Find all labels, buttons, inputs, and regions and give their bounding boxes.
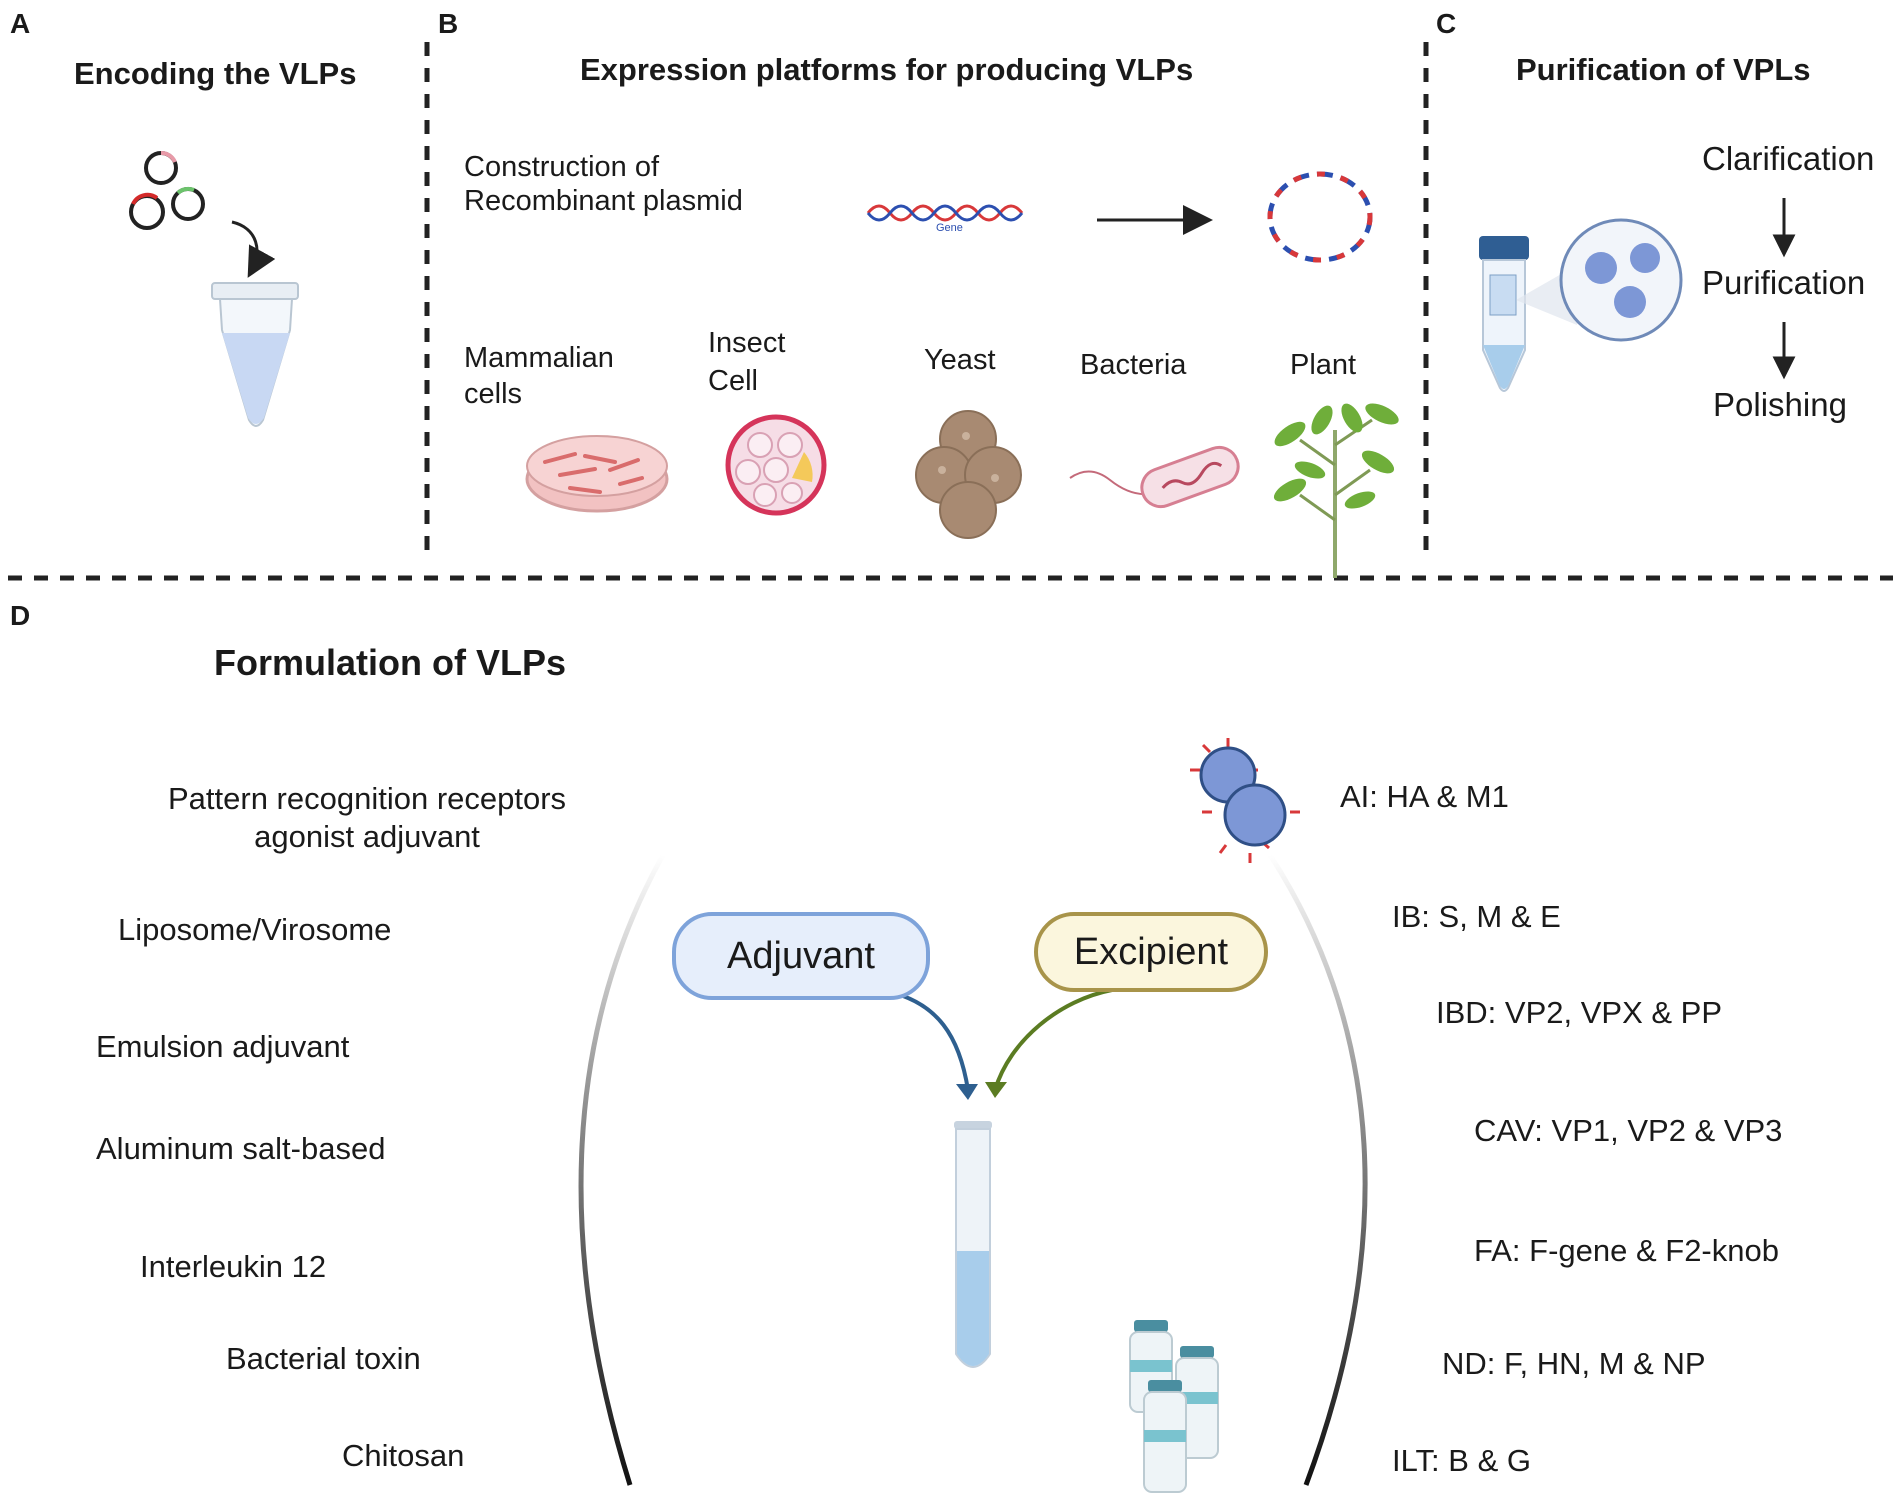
influenza-virus-icon [1190,738,1300,863]
panel-c-letter: C [1436,8,1457,39]
adjuvant-item-interleukin: Interleukin 12 [140,1249,327,1284]
adjuvant-pill: Adjuvant [672,912,930,1000]
step-clarification: Clarification [1702,140,1875,177]
platform-label-yeast: Yeast [924,344,996,376]
platform-label-insect: Insect Cell [708,327,786,397]
adjuvant-item-aluminum: Aluminum salt-based [96,1131,386,1166]
yeast-icon [915,410,1022,539]
platform-label-mammalian: Mammalian cells [464,342,614,410]
arrow-to-tube-icon [231,220,276,278]
excipient-pill: Excipient [1034,912,1268,992]
adjuvant-item-liposome: Liposome/Virosome [118,912,392,947]
bacterium-icon [1069,445,1240,509]
left-arc [578,853,666,1486]
insect-cell-icon [725,414,827,516]
petri-dish-icon [525,435,669,513]
adjuvant-item-prr: Pattern recognition receptors agonist ad… [168,781,567,854]
test-tube-icon [954,1121,992,1368]
panel-dividers [8,42,1893,581]
adjuvant-item-chitosan: Chitosan [342,1438,465,1473]
recombinant-plasmid-icon [1267,171,1373,263]
panel-b-letter: B [438,8,459,39]
centrifuge-tube-icon [1479,236,1529,392]
antigen-item-ibd: IBD: VP2, VPX & PP [1436,995,1723,1030]
antigen-item-nd: ND: F, HN, M & NP [1442,1346,1706,1381]
adjuvant-arrow [879,988,970,1091]
adjuvant-pill-label: Adjuvant [727,934,875,977]
excipient-arrow [993,988,1113,1091]
platform-label-bacteria: Bacteria [1080,349,1187,381]
construction-label: Construction of Recombinant plasmid [464,151,743,217]
panel-d-title: Formulation of VLPs [214,642,567,683]
antigen-item-fa: FA: F-gene & F2-knob [1474,1233,1779,1268]
plasmids-icon [129,150,205,230]
purification-flow-arrows [1772,198,1796,380]
panel-c-title: Purification of VPLs [1516,52,1811,87]
antigen-item-ai: AI: HA & M1 [1340,779,1509,814]
vaccine-vials-icon [1129,1320,1219,1493]
panel-a-letter: A [10,8,31,39]
excipient-pill-label: Excipient [1073,930,1229,973]
panel-d-letter: D [10,600,31,631]
vlp-particles-icon [1559,218,1683,342]
dna-gene-icon [866,204,1024,222]
plant-icon [1273,403,1399,578]
step-polishing: Polishing [1713,386,1847,423]
right-arc [1267,853,1368,1486]
microcentrifuge-tube-icon [211,282,299,427]
antigen-item-ib: IB: S, M & E [1392,899,1561,934]
step-purification: Purification [1702,264,1866,301]
panel-b-title: Expression platforms for producing VLPs [580,52,1194,87]
adjuvant-item-emulsion: Emulsion adjuvant [96,1029,350,1064]
platform-label-plant: Plant [1290,349,1357,381]
gene-label: Gene [936,222,963,234]
antigen-item-cav: CAV: VP1, VP2 & VP3 [1474,1113,1783,1148]
antigen-item-ilt: ILT: B & G [1392,1443,1531,1478]
adjuvant-item-toxin: Bacterial toxin [226,1341,421,1376]
panel-a-title: Encoding the VLPs [74,56,357,91]
